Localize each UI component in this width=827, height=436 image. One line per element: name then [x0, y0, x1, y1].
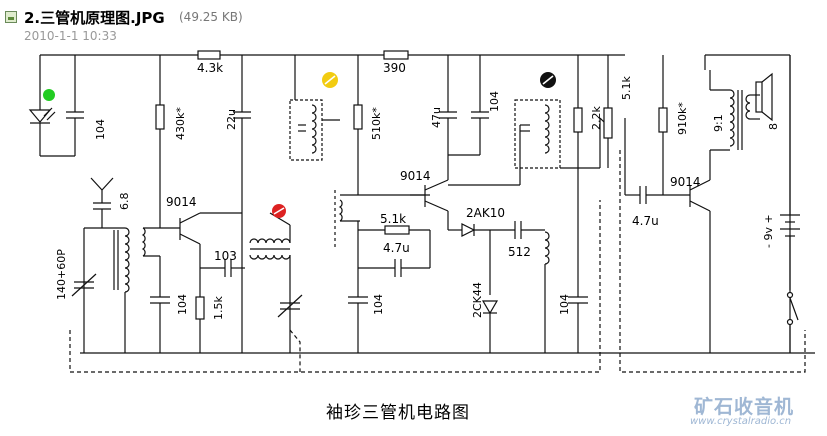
label-c-4-7u-mid: 4.7u: [383, 241, 410, 255]
label-r-910k: 910k*: [676, 102, 689, 135]
label-r-top2: 390: [383, 61, 406, 75]
label-r-top1: 4.3k: [197, 61, 223, 75]
label-c-47u-top: 47u: [430, 107, 443, 128]
label-c-104-c: 104: [558, 294, 571, 315]
label-r-5-1k-top: 5.1k: [620, 76, 633, 100]
label-batt: - 9v +: [762, 214, 775, 248]
file-date: 2010-1-1 10:33: [24, 29, 117, 43]
label-c-140: 140+60P: [55, 249, 68, 300]
label-c-led: 104: [94, 119, 107, 140]
label-c-103: 103: [214, 249, 237, 263]
label-d-2ak10: 2AK10: [466, 206, 505, 220]
watermark-url: www.crystalradio.cn: [690, 416, 792, 427]
label-c-22u: 22u: [225, 109, 238, 130]
label-d-2ck44: 2CK44: [471, 282, 484, 318]
label-spk: 8: [767, 123, 780, 130]
file-header: 2.三管机原理图.JPG (49.25 KB) 2010-1-1 10:33: [0, 0, 827, 46]
label-c-104-a: 104: [176, 294, 189, 315]
label-r-5-1k-mid: 5.1k: [380, 212, 406, 226]
label-t3: 9014: [670, 175, 701, 189]
label-c-4-7u-out: 4.7u: [632, 214, 659, 228]
file-size: (49.25 KB): [179, 10, 243, 24]
label-c-104-b: 104: [372, 294, 385, 315]
watermark-title: 矿石收音机: [694, 396, 795, 418]
image-file-icon: [5, 11, 17, 23]
label-t1: 9014: [166, 195, 197, 209]
green-indicator-dot: [43, 89, 55, 101]
file-name-link[interactable]: 2.三管机原理图.JPG: [24, 9, 165, 27]
label-r-430k: 430k*: [174, 107, 187, 140]
label-r-2-2k: 2.2k: [590, 106, 603, 130]
label-r-510k: 510k*: [370, 107, 383, 140]
label-c-512: 512: [508, 245, 531, 259]
schematic-caption: 袖珍三管机电路图: [326, 403, 470, 423]
label-ratio: 9:1: [712, 114, 725, 132]
label-c-6-8: 6.8: [118, 193, 131, 211]
label-c-104-top: 104: [488, 91, 501, 112]
label-t2: 9014: [400, 169, 431, 183]
label-r-1-5k: 1.5k: [212, 296, 225, 320]
